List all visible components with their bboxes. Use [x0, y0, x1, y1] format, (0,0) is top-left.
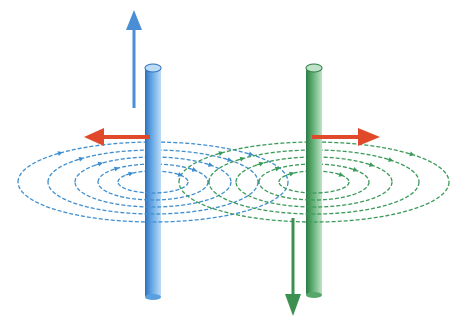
right-field-loop-1-direction-tick-1 [215, 151, 224, 156]
right-field-loop-5-direction-tick-2 [335, 171, 344, 177]
right-field-loop-1-direction-tick-2 [406, 151, 415, 157]
left-field-loop-3-direction-tick-1 [94, 161, 104, 167]
left-field-loop-3-front [74, 181, 232, 208]
left-field-loop-5-direction-tick-2 [174, 171, 183, 177]
left-field-loop-2-front [47, 181, 259, 215]
left-field-loop-5-front [117, 181, 189, 194]
left-field-loop-1-direction-tick-1 [54, 151, 63, 156]
right-field-loop-2-direction-tick-2 [385, 157, 394, 162]
right-field-loop-2-direction-tick-1 [236, 156, 246, 162]
right-field-loop-5-direction-tick-1 [286, 171, 295, 177]
current-down-arrow [285, 218, 301, 316]
right-force-arrow [312, 128, 380, 146]
right-field-loop-2-front [208, 181, 420, 215]
left-field-loop-1-front [17, 181, 289, 223]
left-field-loop-1-direction-tick-2 [245, 151, 254, 157]
right-field-loop-4-direction-tick-1 [272, 166, 281, 172]
right-field-loop-3-direction-tick-1 [255, 161, 265, 167]
right-conductor [305, 63, 323, 298]
left-field-loop-4-direction-tick-2 [188, 167, 198, 172]
left-field-loop-4-front [97, 181, 209, 201]
right-field-loop-5-front [278, 181, 350, 194]
left-conductor [144, 63, 162, 300]
left-field-loop-2-direction-tick-1 [75, 156, 85, 162]
right-field-loop-1-front [178, 181, 450, 223]
left-force-arrow [84, 128, 150, 146]
right-field-loop-3-front [235, 181, 393, 208]
right-field-loop-3-direction-tick-2 [366, 162, 375, 167]
right-field-loop-4-front [258, 181, 370, 201]
left-field-loops-front [17, 151, 289, 223]
left-field-loop-3-direction-tick-2 [205, 162, 214, 167]
left-field-loop-2-direction-tick-2 [224, 157, 233, 162]
right-field-loop-4-direction-tick-2 [349, 167, 359, 172]
left-field-loop-4-direction-tick-1 [111, 166, 120, 172]
current-up-arrow [126, 10, 142, 108]
left-field-loop-5-direction-tick-1 [125, 171, 134, 177]
right-field-loops-front [178, 151, 450, 223]
